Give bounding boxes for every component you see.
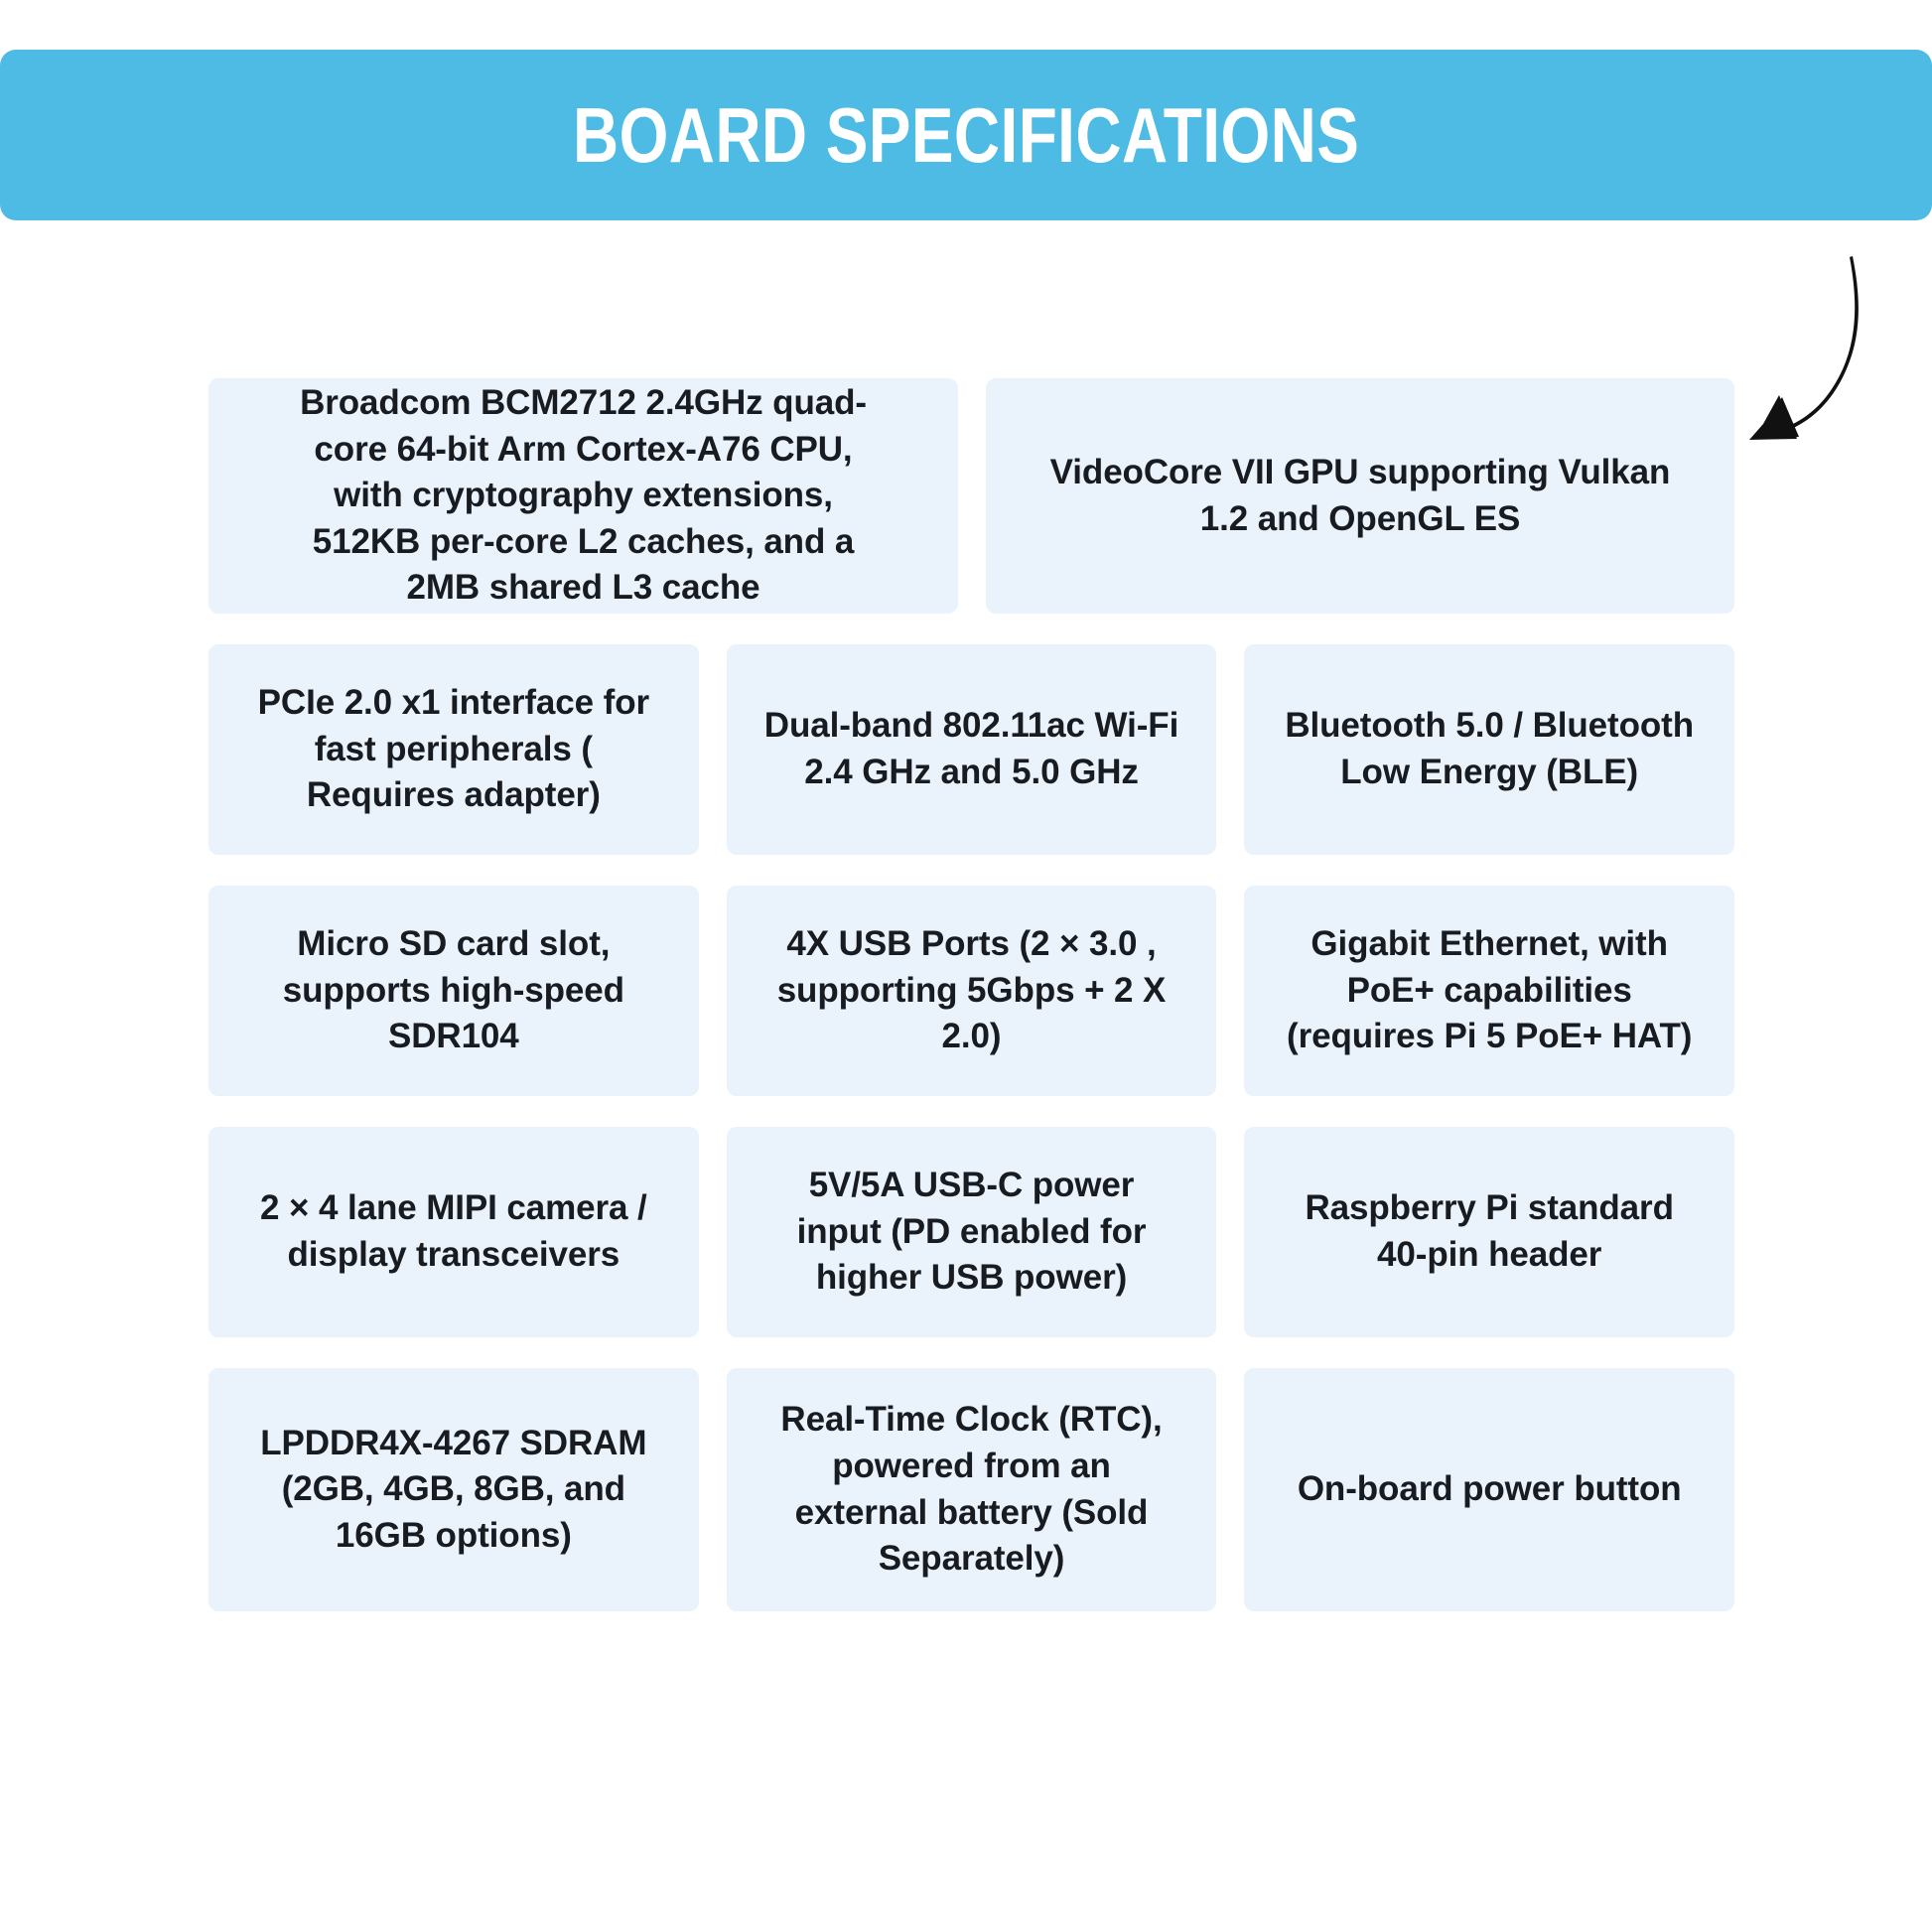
spec-card-pcie: PCIe 2.0 x1 interface for fast periphera…: [208, 644, 699, 855]
spec-card-text: Micro SD card slot, supports high-speed …: [282, 924, 624, 1056]
page-title: BOARD SPECIFICATIONS: [572, 91, 1360, 179]
spec-card-gpu: VideoCore VII GPU supporting Vulkan 1.2 …: [986, 378, 1734, 614]
spec-card-bluetooth: Bluetooth 5.0 / Bluetooth Low Energy (BL…: [1244, 644, 1735, 855]
specs-row-4: 2 × 4 lane MIPI camera / display transce…: [208, 1127, 1735, 1337]
spec-card-cpu: Broadcom BCM2712 2.4GHz quad-core 64-bit…: [208, 378, 958, 614]
spec-card-text: On-board power button: [1297, 1469, 1682, 1509]
spec-card-text: Broadcom BCM2712 2.4GHz quad-core 64-bit…: [300, 383, 867, 608]
spec-card-text: 4X USB Ports (2 × 3.0 , supporting 5Gbps…: [776, 924, 1167, 1056]
specs-row-2: PCIe 2.0 x1 interface for fast periphera…: [208, 644, 1735, 855]
spec-card-gpio-header: Raspberry Pi standard 40-pin header: [1244, 1127, 1735, 1337]
curved-arrow-icon: [1727, 226, 1932, 450]
spec-card-text: 5V/5A USB-C power input (PD enabled for …: [796, 1166, 1147, 1298]
spec-card-rtc: Real-Time Clock (RTC), powered from an e…: [726, 1368, 1217, 1611]
spec-card-text: Real-Time Clock (RTC), powered from an e…: [780, 1400, 1163, 1579]
spec-card-power-input: 5V/5A USB-C power input (PD enabled for …: [726, 1127, 1217, 1337]
spec-card-text: VideoCore VII GPU supporting Vulkan 1.2 …: [1049, 452, 1671, 538]
spec-card-text: PCIe 2.0 x1 interface for fast periphera…: [257, 683, 649, 815]
spec-card-text: Bluetooth 5.0 / Bluetooth Low Energy (BL…: [1285, 706, 1694, 791]
header-banner: BOARD SPECIFICATIONS: [0, 50, 1932, 220]
spec-card-microsd: Micro SD card slot, supports high-speed …: [208, 886, 699, 1096]
spec-card-text: LPDDR4X-4267 SDRAM (2GB, 4GB, 8GB, and 1…: [260, 1423, 647, 1555]
specs-row-1: Broadcom BCM2712 2.4GHz quad-core 64-bit…: [208, 378, 1734, 614]
spec-card-text: 2 × 4 lane MIPI camera / display transce…: [260, 1188, 647, 1274]
spec-card-power-button: On-board power button: [1244, 1368, 1735, 1611]
spec-card-ethernet: Gigabit Ethernet, with PoE+ capabilities…: [1244, 886, 1735, 1096]
spec-card-text: Dual-band 802.11ac Wi-Fi 2.4 GHz and 5.0…: [763, 706, 1179, 791]
specs-grid: Broadcom BCM2712 2.4GHz quad-core 64-bit…: [208, 378, 1735, 1642]
spec-card-sdram: LPDDR4X-4267 SDRAM (2GB, 4GB, 8GB, and 1…: [208, 1368, 699, 1611]
spec-card-mipi: 2 × 4 lane MIPI camera / display transce…: [208, 1127, 699, 1337]
specs-row-5: LPDDR4X-4267 SDRAM (2GB, 4GB, 8GB, and 1…: [208, 1368, 1735, 1611]
spec-card-usb: 4X USB Ports (2 × 3.0 , supporting 5Gbps…: [726, 886, 1217, 1096]
specs-row-3: Micro SD card slot, supports high-speed …: [208, 886, 1735, 1096]
spec-card-text: Gigabit Ethernet, with PoE+ capabilities…: [1287, 924, 1693, 1056]
spec-card-wifi: Dual-band 802.11ac Wi-Fi 2.4 GHz and 5.0…: [726, 644, 1217, 855]
spec-card-text: Raspberry Pi standard 40-pin header: [1305, 1188, 1674, 1274]
